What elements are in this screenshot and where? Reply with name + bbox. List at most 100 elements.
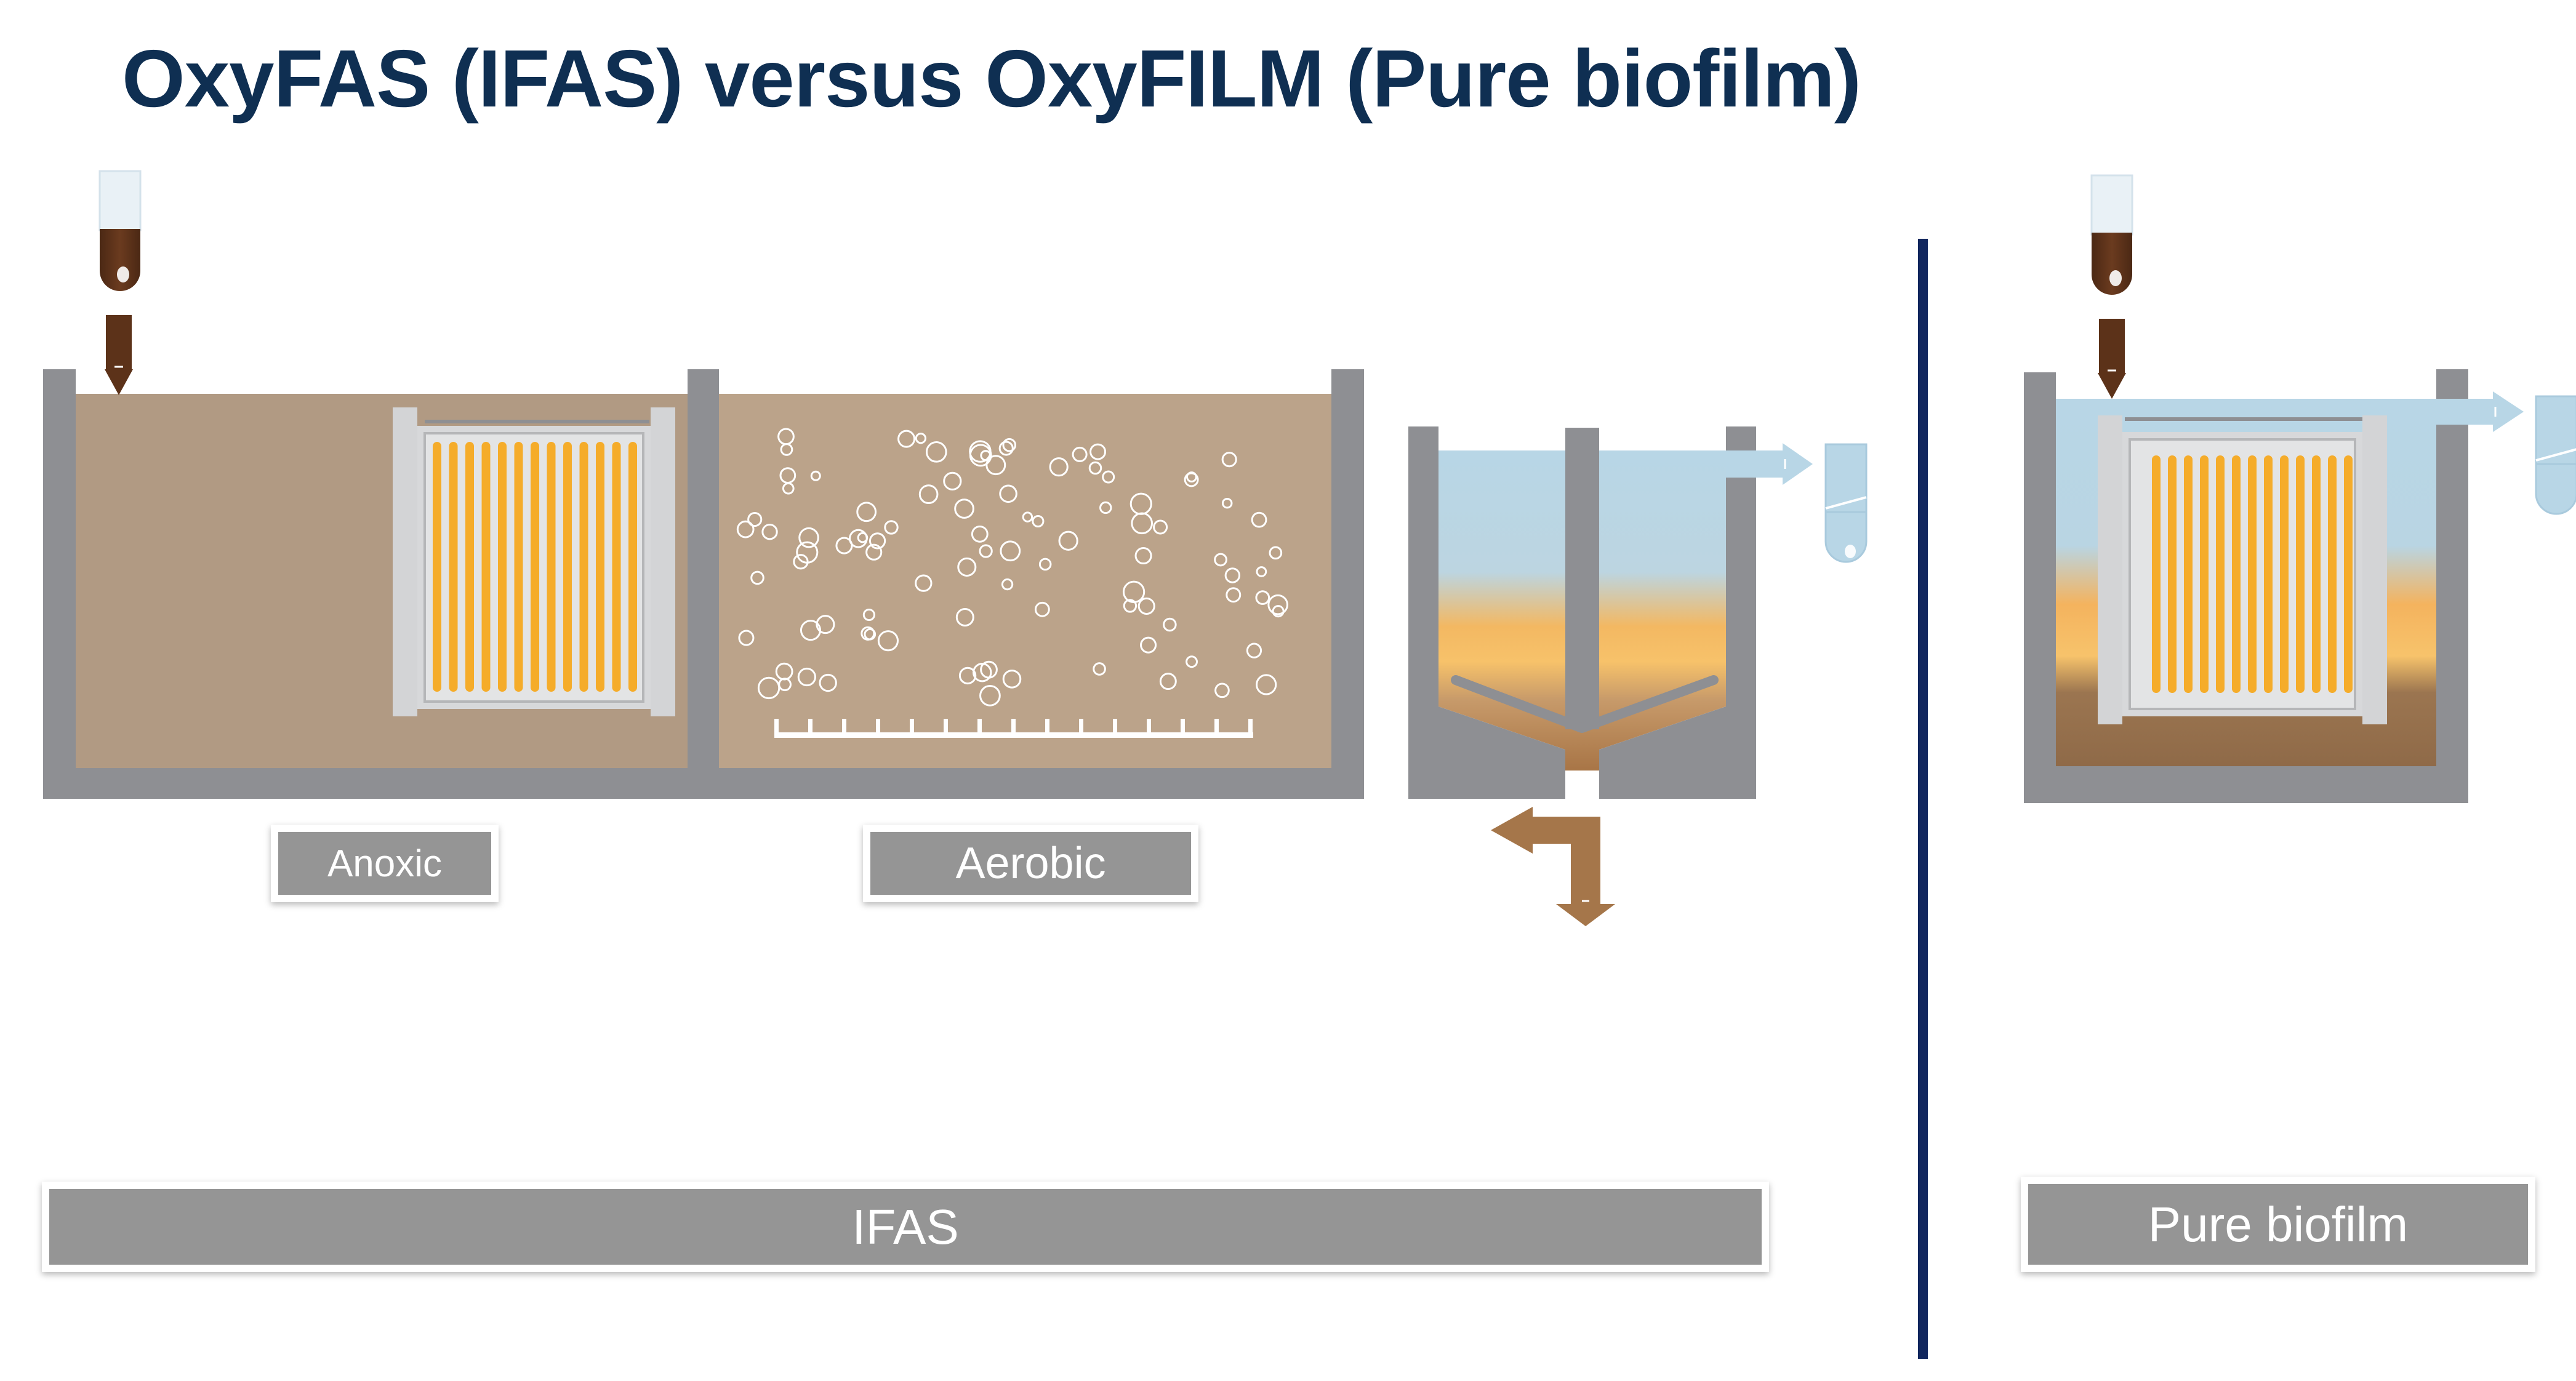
media-fiber <box>2328 455 2337 693</box>
bubble <box>1002 670 1022 689</box>
bubble <box>1246 642 1262 658</box>
bubble <box>958 666 977 685</box>
bubble <box>1093 662 1106 676</box>
bubble <box>1034 601 1050 617</box>
media-fiber <box>2216 455 2225 693</box>
bubble <box>1049 457 1069 477</box>
aerobic-label: Aerobic <box>863 825 1198 902</box>
anoxic-biofilm-module <box>393 407 675 716</box>
bubble <box>1099 501 1112 514</box>
clarifier <box>1408 426 1813 799</box>
pure-sample-tube-top <box>2090 174 2133 236</box>
bubble <box>1038 558 1052 571</box>
media-fiber <box>2344 455 2353 693</box>
bubble <box>1256 674 1277 695</box>
media-fiber <box>2264 455 2273 693</box>
tank-left-wall <box>43 369 76 799</box>
sample-tube-top <box>98 170 142 231</box>
diffuser-nozzle <box>1113 719 1117 735</box>
bubble <box>915 433 927 444</box>
sludge-waste-down <box>1571 817 1600 904</box>
bubble <box>1102 470 1115 484</box>
clarifier-left-wall <box>1408 426 1565 799</box>
bubble <box>1022 511 1033 522</box>
media-fiber <box>563 442 572 692</box>
pure-effluent-sample <box>2535 395 2576 515</box>
bubble <box>973 662 992 682</box>
bubble <box>780 443 793 456</box>
bubble <box>1134 546 1152 565</box>
sludge-return-pipe <box>1491 807 1615 926</box>
bubble <box>1214 553 1227 567</box>
bubble <box>1002 438 1017 452</box>
media-fiber <box>596 442 604 692</box>
bubble <box>897 430 916 448</box>
media-fiber <box>628 442 637 692</box>
media-fiber <box>481 442 491 692</box>
bubble <box>1267 594 1288 615</box>
pure-biofilm-label: Pure biofilm <box>2021 1177 2535 1272</box>
bubble <box>816 615 835 634</box>
bubble <box>861 626 875 641</box>
bubble <box>1131 512 1153 535</box>
bubble <box>1269 546 1283 560</box>
anoxic-label: Anoxic <box>271 825 499 902</box>
diffuser-nozzle <box>876 719 880 735</box>
bubble <box>955 608 974 626</box>
diffuser-nozzle <box>944 719 948 735</box>
bubble <box>797 667 816 687</box>
bubble <box>869 532 886 550</box>
aerobic-zone-liquid <box>719 394 1331 768</box>
bubble <box>1088 461 1102 475</box>
bubble <box>954 498 974 519</box>
bubble <box>810 470 821 481</box>
sludge-return-arrow <box>1491 807 1533 854</box>
bubble <box>915 574 933 592</box>
bubble <box>1214 682 1230 699</box>
bubble <box>969 440 992 463</box>
bubble <box>757 676 780 700</box>
bubble <box>778 678 792 692</box>
media-fiber <box>2232 455 2241 693</box>
pure-influent <box>2090 174 2133 399</box>
bubble <box>877 630 899 652</box>
diffuser-nozzle <box>774 719 779 735</box>
media-fiber <box>433 442 441 692</box>
media-fiber <box>2184 455 2193 693</box>
media-fiber <box>2296 455 2305 693</box>
bubble <box>1072 446 1088 462</box>
bubble <box>865 543 883 561</box>
diffuser-nozzle <box>842 719 846 735</box>
air-diffuser-grid <box>774 719 1253 738</box>
bubble <box>1251 511 1267 528</box>
bubble <box>1032 514 1045 528</box>
diffuser-nozzle <box>910 719 914 735</box>
pure-influent-arrow-shaft <box>2099 319 2125 373</box>
bubble <box>1163 617 1177 632</box>
diffuser-nozzle <box>1248 719 1253 735</box>
media-fiber <box>2200 455 2209 693</box>
bubble <box>1058 530 1078 551</box>
media-fiber <box>531 442 539 692</box>
bubble <box>782 482 795 495</box>
bubble <box>761 524 778 540</box>
bubble <box>1272 605 1285 618</box>
bubble <box>985 455 1006 476</box>
bubble <box>998 441 1014 456</box>
sample-tube-brown <box>100 229 140 291</box>
aeration-bubbles <box>736 428 1288 707</box>
anoxic-media-fibers <box>433 442 637 692</box>
clarifier-effluent-channel <box>1726 450 1783 478</box>
bubble <box>798 527 819 548</box>
sludge-waste-arrow <box>1556 904 1615 926</box>
ifas-effluent-sample <box>1824 443 1868 563</box>
pure-tank-left-wall <box>2024 372 2056 803</box>
media-fiber <box>547 442 556 692</box>
media-fiber <box>498 442 507 692</box>
media-fiber <box>465 442 474 692</box>
pure-tank-floor <box>2024 766 2468 803</box>
media-fiber <box>2152 455 2161 693</box>
tank-right-wall <box>1331 369 1364 799</box>
bubble <box>1159 673 1177 691</box>
